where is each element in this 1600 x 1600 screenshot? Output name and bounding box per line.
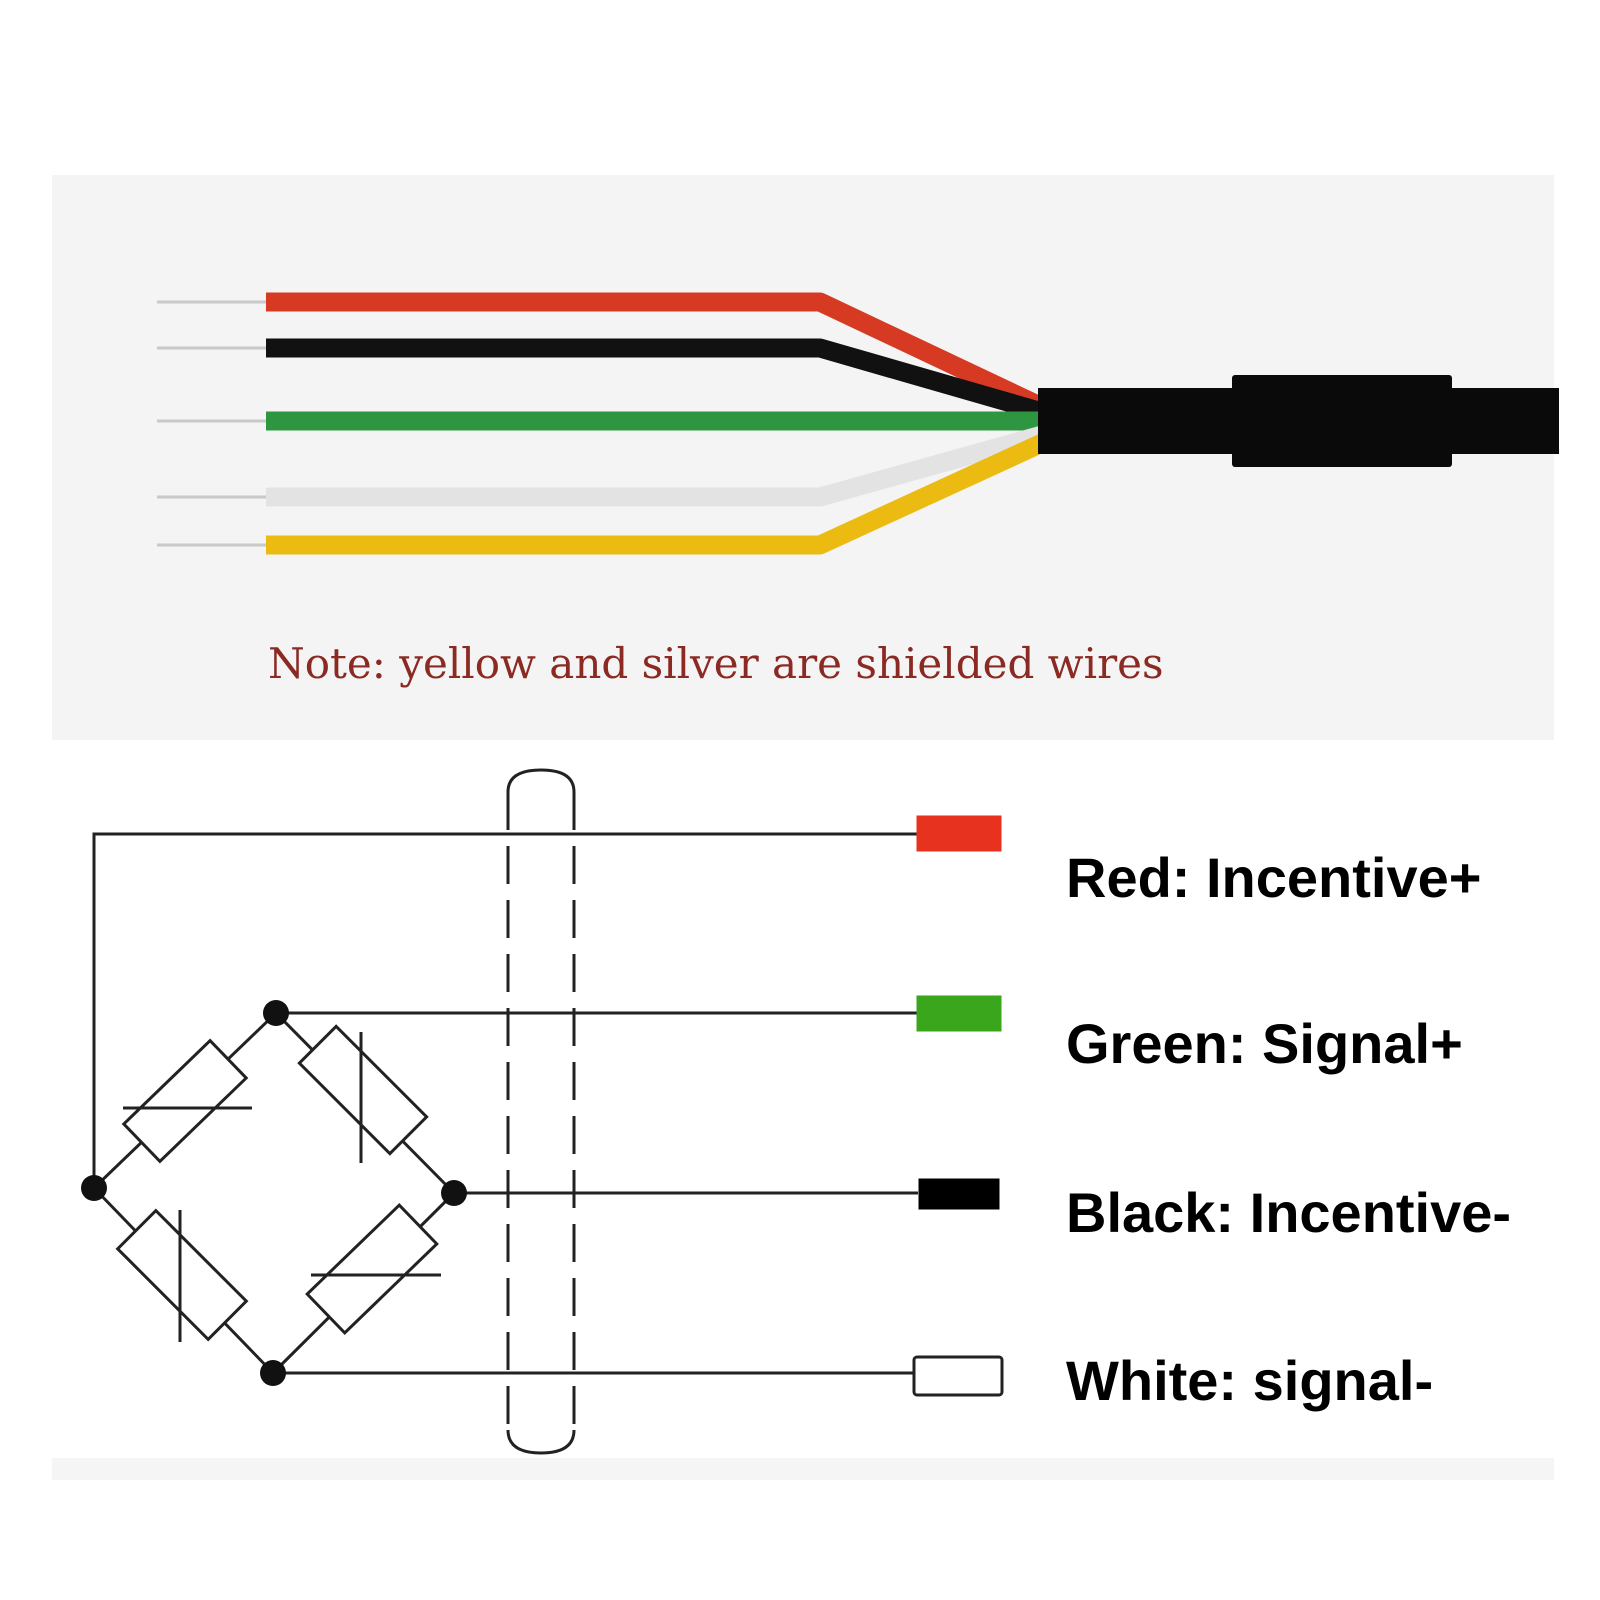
bare-conductors bbox=[157, 300, 266, 547]
junction-node-icon bbox=[81, 1175, 107, 1201]
legend-red-label: Red: Incentive+ bbox=[1066, 846, 1481, 909]
shielded-wires-note: Note: yellow and silver are shielded wir… bbox=[268, 639, 1164, 688]
wire-black bbox=[266, 338, 1045, 422]
terminal-red bbox=[916, 815, 1002, 852]
circuit-panel: Red: Incentive+ Green: Signal+ Black: In… bbox=[52, 745, 1554, 1480]
wire-red bbox=[266, 292, 1047, 416]
strain-gauge-icon bbox=[121, 1038, 249, 1164]
legend-white-label: White: signal- bbox=[1066, 1349, 1433, 1412]
legend-black-label: Black: Incentive- bbox=[1066, 1181, 1511, 1244]
wire-silver bbox=[266, 425, 1045, 507]
junction-node-icon bbox=[260, 1360, 286, 1386]
terminal-white bbox=[912, 1355, 1004, 1397]
strain-gauge-icon bbox=[305, 1202, 439, 1336]
terminal-black bbox=[918, 1178, 1000, 1210]
junction-node-icon bbox=[263, 1000, 289, 1026]
strain-gauge-icon bbox=[115, 1208, 249, 1342]
shield-icon bbox=[506, 768, 576, 1455]
circuit-panel-background bbox=[52, 745, 1554, 1475]
cable-strain-relief bbox=[1232, 375, 1452, 467]
terminal-group bbox=[912, 815, 1004, 1397]
legend-green-label: Green: Signal+ bbox=[1066, 1012, 1463, 1075]
lead-red bbox=[92, 832, 918, 1188]
cable-panel: Note: yellow and silver are shielded wir… bbox=[52, 175, 1559, 740]
circuit-panel-bottom-edge bbox=[52, 1458, 1554, 1480]
junction-node-icon bbox=[441, 1180, 467, 1206]
terminal-green bbox=[916, 995, 1002, 1032]
wire-yellow bbox=[266, 434, 1046, 555]
strain-gauge-icon bbox=[297, 1024, 429, 1156]
